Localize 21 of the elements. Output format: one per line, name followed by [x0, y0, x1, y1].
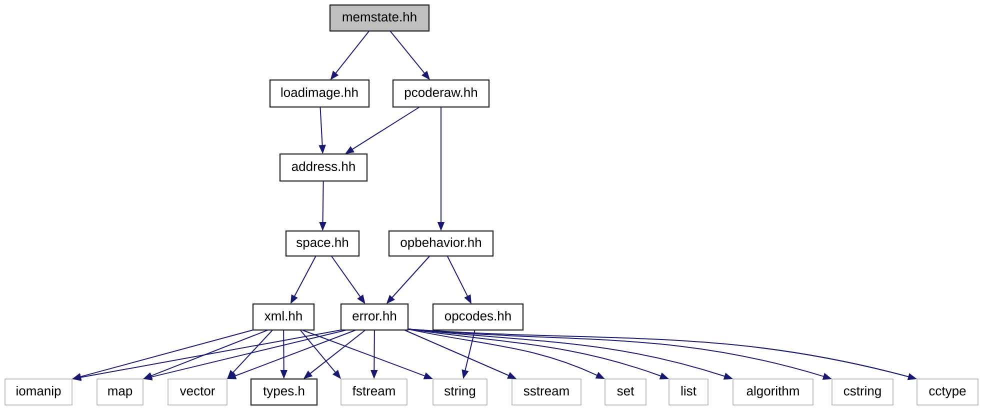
file-box: space.hh — [286, 230, 360, 256]
file-box: string — [432, 378, 488, 406]
file-box: error.hh — [340, 304, 408, 330]
file-box: pcoderaw.hh — [392, 80, 490, 108]
file-box: sstream — [512, 378, 582, 406]
file-box: map — [96, 378, 144, 406]
file-box: loadimage.hh — [270, 80, 370, 108]
file-box: algorithm — [732, 378, 814, 406]
file-box: list — [668, 378, 708, 406]
root-file-box: memstate.hh — [330, 4, 430, 32]
file-box: cctype — [916, 378, 978, 406]
file-box: opbehavior.hh — [388, 230, 494, 256]
file-box: vector — [168, 378, 228, 406]
file-box: address.hh — [280, 154, 368, 182]
file-box: xml.hh — [252, 304, 314, 330]
file-box: opcodes.hh — [432, 304, 524, 330]
file-box: types.h — [250, 378, 318, 406]
file-box: fstream — [340, 378, 408, 406]
file-box: cstring — [832, 378, 894, 406]
file-box: set — [604, 378, 646, 406]
file-box: iomanip — [4, 378, 73, 406]
